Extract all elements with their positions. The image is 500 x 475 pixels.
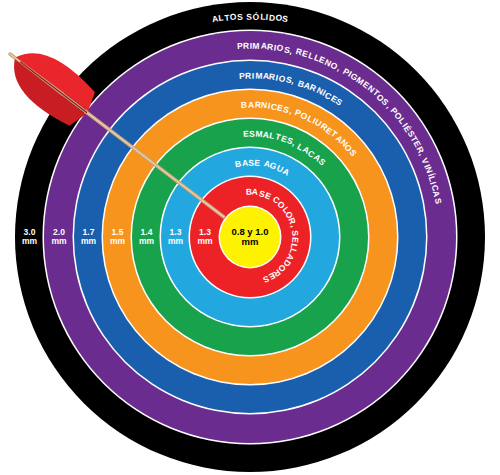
target-ring: 0.8 y 1.0 mmBASE COLOR, SELLADORES1.3 mm… xyxy=(132,119,368,355)
target-ring: 0.8 y 1.0 mmBASE COLOR, SELLADORES1.3 mm… xyxy=(161,148,339,326)
nozzle-size: 0.8 y 1.0 mm xyxy=(227,227,273,247)
target-ring: 0.8 y 1.0 mmBASE COLOR, SELLADORES1.3 mm… xyxy=(103,90,397,384)
target-ring: 0.8 y 1.0 mmBASE COLOR, SELLADORES1.3 mm… xyxy=(44,31,456,443)
nozzle-size: 1.3 mm xyxy=(163,228,188,246)
target-ring: 0.8 y 1.0 mmBASE COLOR, SELLADORES1.3 mm… xyxy=(74,61,426,413)
nozzle-size: 1.7 mm xyxy=(76,228,101,246)
arrow-shaft xyxy=(10,54,224,217)
arrow-fletching xyxy=(0,38,101,132)
nozzle-size: 1.4 mm xyxy=(134,228,159,246)
target-ring: 0.8 y 1.0 mmBASE COLOR, SELLADORES1.3 mm xyxy=(190,177,310,297)
target-ring: 0.8 y 1.0 mmBASE COLOR, SELLADORES1.3 mm… xyxy=(15,2,485,472)
nozzle-size: 2.0 mm xyxy=(46,228,72,246)
target-board: 0.8 y 1.0 mmBASE COLOR, SELLADORES1.3 mm… xyxy=(15,2,485,472)
target-ring: 0.8 y 1.0 mm xyxy=(220,207,280,267)
nozzle-size: 1.3 mm xyxy=(192,228,218,246)
arrow-shaft-highlight xyxy=(10,54,224,217)
nozzle-size: 1.5 mm xyxy=(105,228,130,246)
nozzle-size: 3.0 mm xyxy=(17,228,42,246)
